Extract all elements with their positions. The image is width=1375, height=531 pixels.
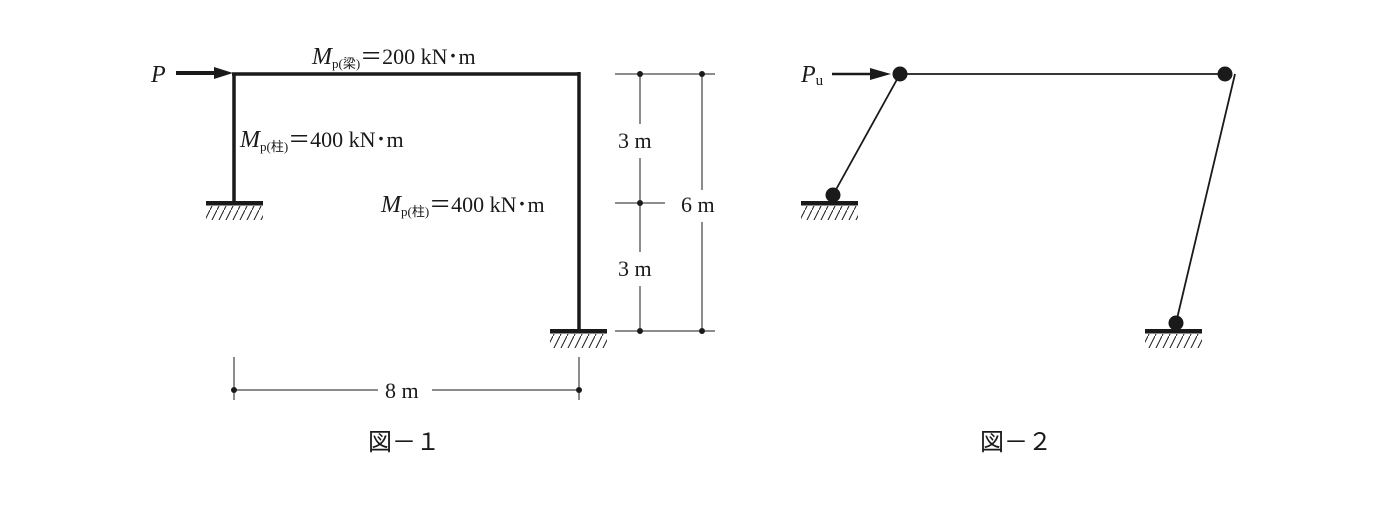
left-column-moment-label: Mp(柱)＝400 kN･m xyxy=(239,127,404,154)
dimension-ticks xyxy=(231,71,705,393)
plastic-hinge-beam-right xyxy=(1217,66,1233,82)
dim-upper-label: 3 m xyxy=(618,128,652,153)
left-column-rotated xyxy=(832,73,901,196)
right-column-moment-label: Mp(柱)＝400 kN･m xyxy=(380,192,545,219)
load-arrow xyxy=(176,67,233,79)
left-fixed-support xyxy=(206,201,263,220)
figure-2-caption: 図－２ xyxy=(980,430,1052,456)
figure-1: P Mp(梁)＝200 kN･m Mp(柱)＝400 kN･m Mp(柱)＝40… xyxy=(150,44,715,456)
figure-2: Pu 図－２ xyxy=(800,62,1236,456)
right-fixed-support xyxy=(1145,329,1202,348)
dim-total-label: 6 m xyxy=(681,192,715,217)
plastic-hinge-left-base xyxy=(825,187,841,203)
dim-span-label: 8 m xyxy=(385,378,419,403)
beam-moment-label: Mp(梁)＝200 kN･m xyxy=(311,44,476,71)
ultimate-load-label: Pu xyxy=(800,62,824,89)
right-fixed-support xyxy=(550,329,607,348)
load-label: P xyxy=(150,62,166,88)
right-column-rotated xyxy=(1175,73,1236,324)
plastic-hinge-right-base xyxy=(1168,315,1184,331)
ultimate-load-arrow xyxy=(832,68,891,80)
span-dimension xyxy=(233,357,580,400)
left-fixed-support xyxy=(801,201,858,220)
plastic-hinge-beam-left xyxy=(892,66,908,82)
dim-lower-label: 3 m xyxy=(618,256,652,281)
figure-1-caption: 図－１ xyxy=(368,430,440,456)
